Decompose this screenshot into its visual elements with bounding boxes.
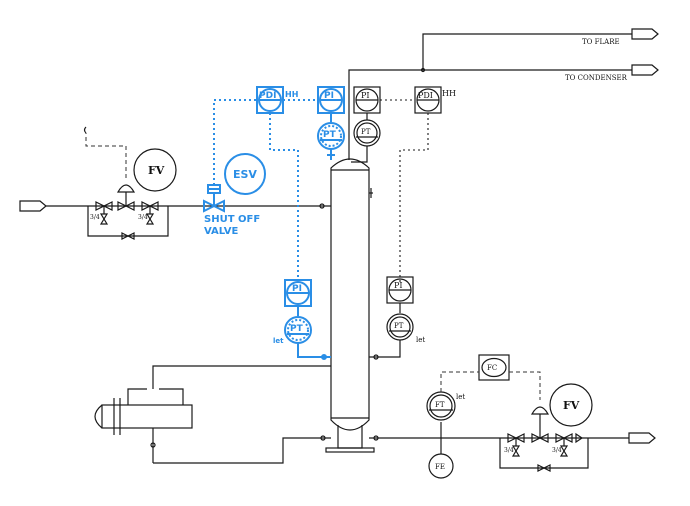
to-condenser-label: TO CONDENSER xyxy=(565,74,628,82)
esv-label: ESV xyxy=(233,168,257,181)
let-ft-label: let xyxy=(456,393,465,401)
condenser-line: TO CONDENSER xyxy=(348,64,659,160)
valve-size-left-a: 3/4 xyxy=(90,214,100,221)
fv-right-label: FV xyxy=(563,399,580,412)
flare-line: TO FLARE xyxy=(422,28,659,70)
fv-left-label: FV xyxy=(148,164,165,177)
pdi-blue-label: PDI xyxy=(259,91,276,101)
pt-black-top-label: PT xyxy=(361,128,371,136)
pt-blue-top-label: PT xyxy=(323,130,337,140)
blue-instrumentation: ESV SHUT OFF VALVE PDI HH PI PT PI xyxy=(203,86,345,360)
pi-black-mid-label: PI xyxy=(394,281,403,290)
ft-label: FT xyxy=(435,401,445,409)
right-product: FT let FE FC 3/4 3/4 FV xyxy=(369,354,656,479)
shutoff-line2: VALVE xyxy=(204,226,239,237)
hh-black-label: HH xyxy=(442,89,456,98)
reboiler xyxy=(94,365,331,464)
fc-label: FC xyxy=(487,364,497,372)
pt-blue-mid-label: PT xyxy=(290,324,304,334)
valve-size-right-a: 3/4 xyxy=(504,447,514,454)
pi-black-top-label: PI xyxy=(361,91,370,100)
pi-blue-mid-label: PI xyxy=(292,284,302,294)
valve-size-left-b: 3/4 xyxy=(138,214,148,221)
pt-black-mid-label: PT xyxy=(394,322,404,330)
let-blue-label: let xyxy=(273,337,284,345)
valve-size-right-b: 3/4 xyxy=(552,447,562,454)
distillation-column xyxy=(325,158,375,453)
pi-blue-top-label: PI xyxy=(324,91,334,101)
to-flare-label: TO FLARE xyxy=(582,38,620,46)
fe-label: FE xyxy=(435,463,445,471)
black-instrumentation-top: PI PT PDI HH PI PT let xyxy=(351,86,456,360)
shutoff-line1: SHUT OFF xyxy=(204,214,260,225)
let-black-mid-label: let xyxy=(416,336,425,344)
pdi-black-label: PDI xyxy=(418,91,433,100)
left-feed: 3/4 3/4 FV xyxy=(19,126,331,240)
hh-blue-label: HH xyxy=(285,90,298,99)
